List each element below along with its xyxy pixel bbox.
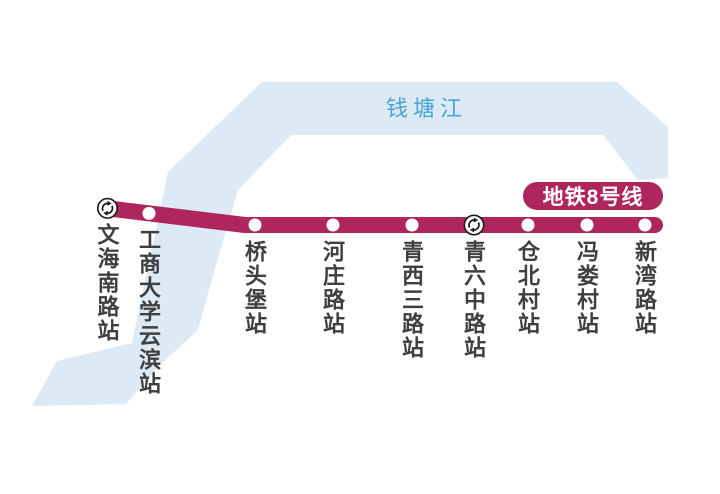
transfer-icon (463, 214, 485, 236)
river-band (32, 82, 668, 406)
transfer-icon (96, 197, 119, 219)
river-name-label: 钱塘江 (386, 96, 468, 121)
station-label: 工商大学云滨站 (136, 228, 161, 397)
station-dot (405, 218, 419, 232)
station-label: 青西三路站 (399, 240, 424, 360)
station-label: 桥头堡站 (242, 240, 267, 336)
line-name-badge: 地铁8号线 (523, 182, 663, 210)
station-label: 新湾路站 (632, 240, 657, 336)
station-label: 冯娄村站 (574, 240, 599, 336)
station-dot (326, 218, 340, 232)
station-dot (638, 218, 652, 232)
station-dot (580, 218, 594, 232)
station-label: 河庄路站 (320, 240, 345, 336)
station-label: 文海南路站 (94, 223, 120, 344)
station-label: 青六中路站 (461, 240, 486, 360)
station-dot (248, 218, 262, 232)
station-dot (142, 206, 156, 220)
station-dot (521, 218, 535, 232)
station-label: 仓北村站 (515, 240, 540, 336)
